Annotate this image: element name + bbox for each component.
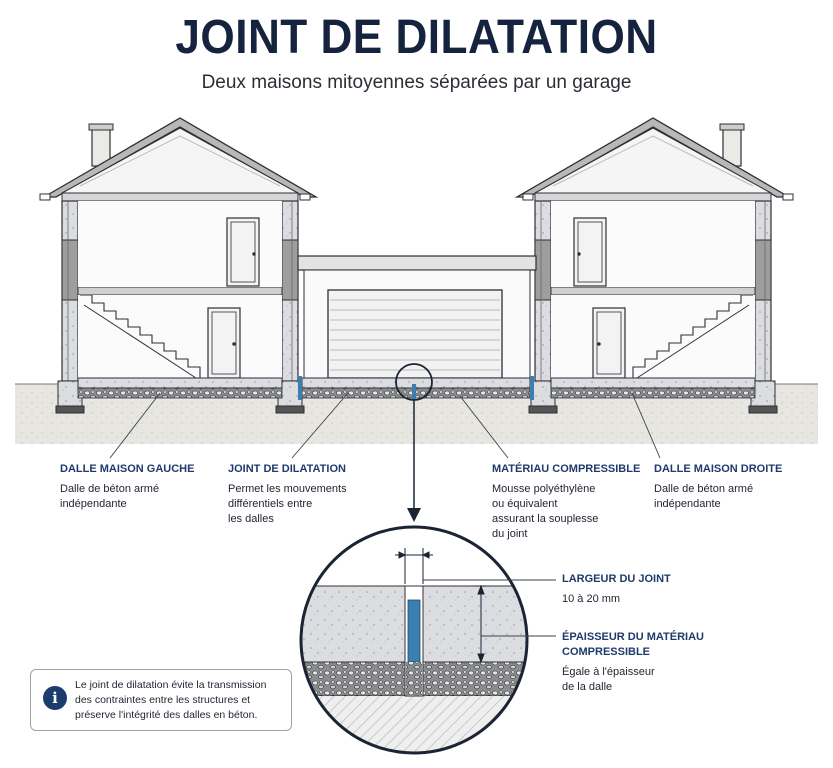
label-expansion-joint-heading: JOINT DE DILATATION xyxy=(228,463,346,475)
label-compressible-material: MATÉRIAU COMPRESSIBLE Mousse polyéthylèn… xyxy=(492,462,652,542)
label-right-slab-heading: DALLE MAISON DROITE xyxy=(654,463,783,475)
joint-detail-view xyxy=(301,527,527,753)
label-compressible-material-heading: MATÉRIAU COMPRESSIBLE xyxy=(492,463,641,475)
label-material-thickness: ÉPAISSEUR DU MATÉRIAU COMPRESSIBLE Égale… xyxy=(562,630,752,695)
label-joint-width-text: 10 à 20 mm xyxy=(562,593,621,605)
label-expansion-joint-text: Permet les mouvements différentiels entr… xyxy=(228,483,347,525)
label-material-thickness-heading: ÉPAISSEUR DU MATÉRIAU COMPRESSIBLE xyxy=(562,631,704,658)
joint-width-dimension xyxy=(395,548,433,584)
label-compressible-material-text: Mousse polyéthylène ou équivalent assura… xyxy=(492,483,599,540)
info-box: i Le joint de dilatation évite la transm… xyxy=(30,669,292,731)
left-house xyxy=(39,117,319,414)
info-text: Le joint de dilatation évite la transmis… xyxy=(75,679,267,721)
label-right-slab: DALLE MAISON DROITE Dalle de béton armé … xyxy=(654,462,814,512)
label-right-slab-text: Dalle de béton armé indépendante xyxy=(654,483,754,510)
material-thickness-dimension xyxy=(475,584,487,664)
label-material-thickness-text: Égale à l'épaisseur de la dalle xyxy=(562,666,655,693)
label-left-slab-heading: DALLE MAISON GAUCHE xyxy=(60,463,195,475)
label-joint-width: LARGEUR DU JOINT 10 à 20 mm xyxy=(562,572,732,607)
label-joint-width-heading: LARGEUR DU JOINT xyxy=(562,573,671,585)
info-icon: i xyxy=(43,686,67,710)
leader-lines xyxy=(109,392,661,459)
right-house xyxy=(514,117,794,414)
label-left-slab: DALLE MAISON GAUCHE Dalle de béton armé … xyxy=(60,462,230,512)
garage xyxy=(297,255,537,400)
label-left-slab-text: Dalle de béton armé indépendante xyxy=(60,483,160,510)
page-title: JOINT DE DILATATION xyxy=(175,11,658,64)
arrow-down-icon xyxy=(407,508,421,522)
label-expansion-joint: JOINT DE DILATATION Permet les mouvement… xyxy=(228,462,388,527)
page-subtitle: Deux maisons mitoyennes séparées par un … xyxy=(201,72,632,93)
